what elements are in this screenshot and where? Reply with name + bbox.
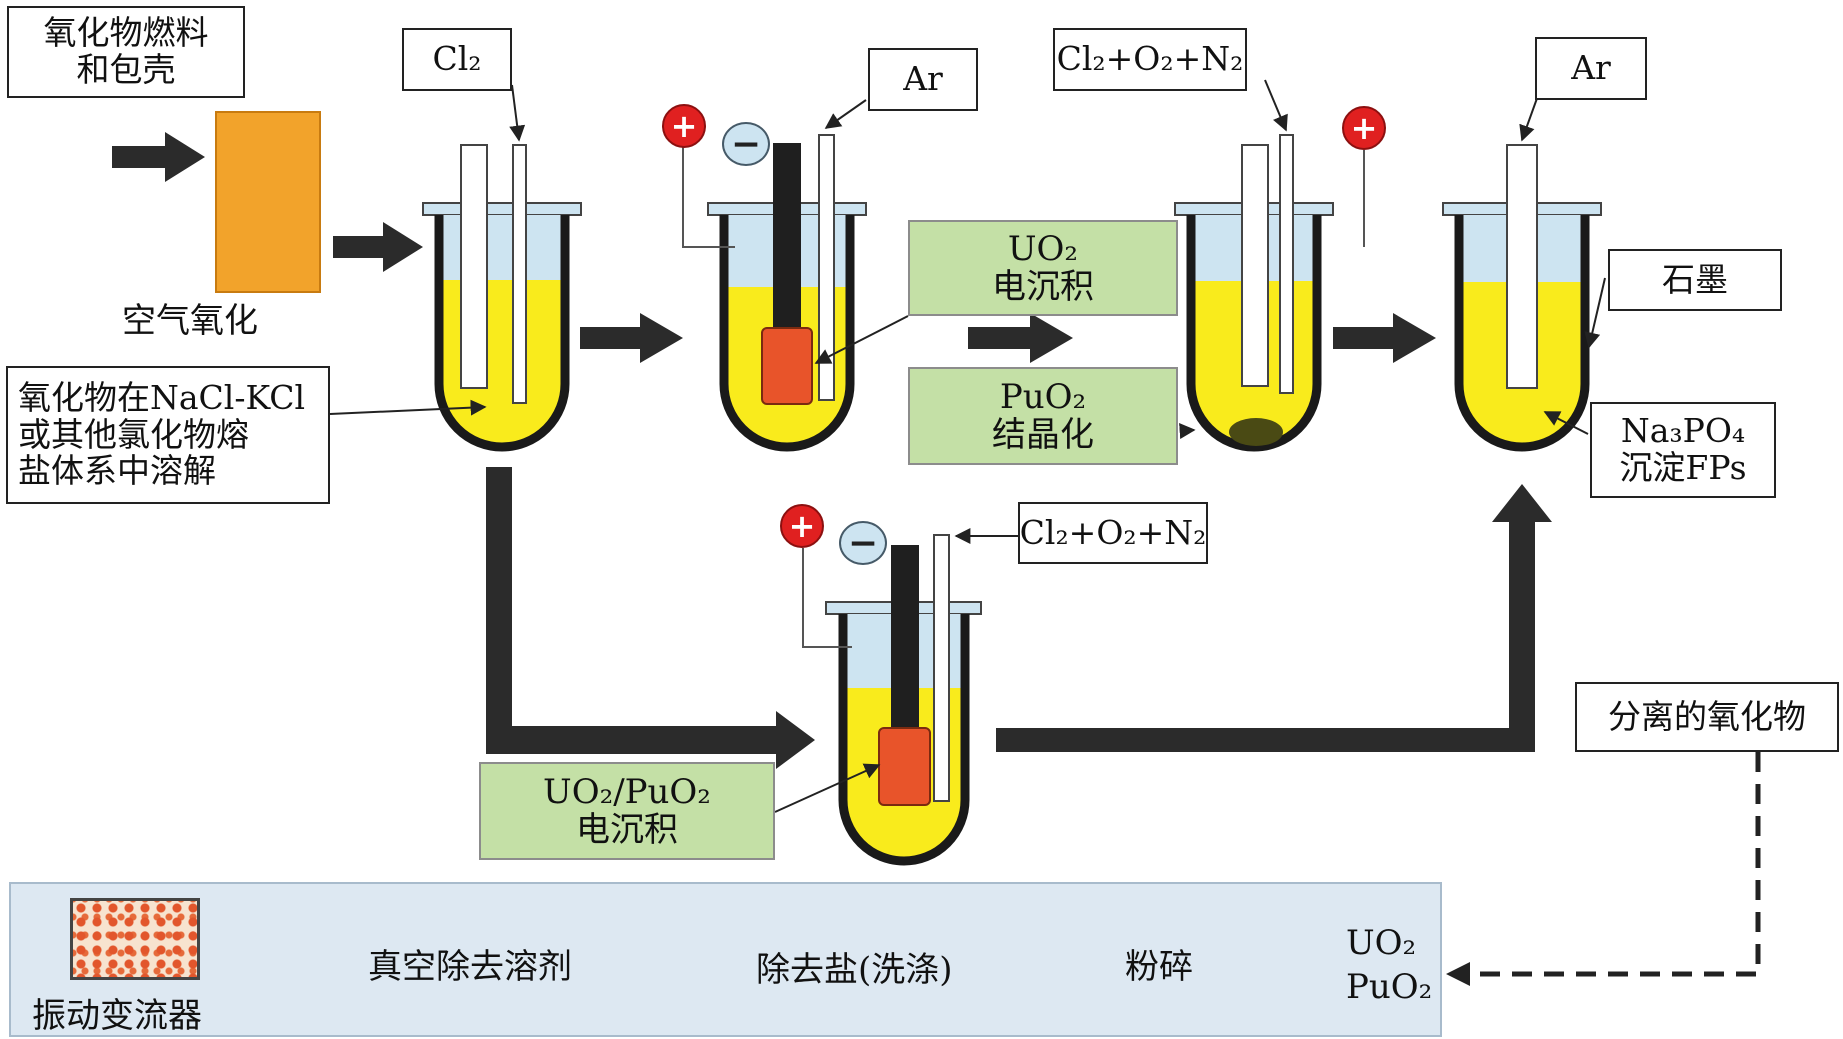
mox-deposition-line1: UO₂/PuO₂: [543, 771, 711, 812]
puo2-crystals: [1229, 418, 1283, 446]
puo2-crystallization-crucible: [1174, 134, 1365, 452]
cathode-rod: [891, 545, 919, 735]
arrow-to-crystallization: [968, 313, 1073, 363]
dissolution-label-line3: 盐体系中溶解: [18, 451, 216, 491]
graphite-label: 石墨: [1608, 249, 1782, 311]
uo2-deposition-line1: UO₂: [1007, 228, 1079, 269]
dissolution-label: 氧化物在NaCl-KCl 或其他氯化物熔 盐体系中溶解: [6, 366, 330, 504]
anode-plus-icon-1: +: [662, 104, 706, 148]
salt-removal-washing-label: 除去盐(洗涤): [756, 950, 953, 990]
vipac-label: 振动变流器: [32, 996, 202, 1036]
gas-inlet-tube: [933, 534, 950, 802]
arrow-to-precipitation: [1333, 313, 1436, 363]
uo2-deposition-line2: 电沉积: [992, 267, 1094, 307]
cathode-minus-icon-2: −: [839, 521, 887, 565]
anode-plus-icon-3: +: [780, 504, 824, 548]
uo2-deposit: [761, 327, 813, 405]
dissolution-label-line2: 或其他氯化物熔: [18, 414, 249, 454]
uo2-input-label: UO₂: [1346, 923, 1417, 963]
oxide-fuel-label: 氧化物燃料 和包壳: [7, 6, 245, 98]
feed-arrow: [112, 132, 205, 182]
post-processing-panel: [9, 882, 1442, 1037]
cl2-inlet-tube: [460, 144, 488, 389]
dissolution-crucible: [422, 144, 582, 452]
anode-plus-icon-2: +: [1342, 106, 1386, 150]
ar-inlet-tube: [1506, 144, 1538, 389]
na3po4-label-line2: 沉淀FPs: [1619, 448, 1747, 487]
uo2-electrodeposition-crucible: [682, 134, 867, 452]
ar-label-2: Ar: [1535, 37, 1647, 100]
oxidation-arrow: [333, 222, 423, 272]
vipac-particles-icon: [70, 898, 200, 980]
mox-deposit: [878, 727, 931, 806]
air-oxidation-label: 空气氧化: [122, 301, 258, 341]
anode-wire: [802, 548, 852, 648]
precipitation-crucible: [1442, 144, 1602, 452]
ar-label-1: Ar: [868, 48, 978, 111]
arrow-to-electrodeposition: [580, 313, 683, 363]
puo2-input-label: PuO₂: [1346, 967, 1433, 1007]
separated-oxides-dashed-line: [1458, 752, 1761, 977]
crushing-label: 粉碎: [1125, 947, 1193, 987]
puo2-crystallization-line1: PuO₂: [999, 376, 1087, 417]
vacuum-solvent-removal-label: 真空除去溶剂: [368, 947, 572, 987]
oxide-fuel-block: [215, 111, 321, 293]
gas-mix-top-label: Cl₂+O₂+N₂: [1053, 28, 1247, 91]
puo2-crystallization-line2: 结晶化: [992, 415, 1094, 455]
leader-lines: [329, 79, 1606, 813]
cathode-minus-icon-1: −: [722, 122, 770, 166]
separated-oxides-label: 分离的氧化物: [1575, 682, 1839, 752]
na3po4-label-line1: Na₃PO₄: [1620, 411, 1746, 451]
dissolution-label-line1: 氧化物在NaCl-KCl: [18, 377, 306, 417]
na3po4-label: Na₃PO₄ 沉淀FPs: [1590, 402, 1776, 498]
cl2-gas-tube: [512, 144, 527, 404]
ar-gas-tube: [818, 134, 835, 401]
cathode-rod: [773, 143, 801, 333]
uo2-deposition-step: UO₂ 电沉积: [908, 220, 1178, 316]
puo2-crystallization-step: PuO₂ 结晶化: [908, 367, 1178, 465]
mox-deposition-step: UO₂/PuO₂ 电沉积: [479, 762, 775, 860]
cl2-label: Cl₂: [402, 28, 512, 91]
gas-mix-bottom-label: Cl₂+O₂+N₂: [1018, 502, 1208, 564]
oxide-fuel-label-line1: 氧化物燃料: [43, 13, 209, 53]
anode-wire: [682, 140, 735, 248]
oxide-fuel-label-line2: 和包壳: [76, 50, 176, 89]
mox-deposition-line2: 电沉积: [576, 810, 678, 850]
co-deposition-crucible: [802, 534, 982, 866]
route-to-co-deposition-arrow: [486, 467, 815, 769]
separated-oxides-arrowhead: [1446, 962, 1470, 986]
